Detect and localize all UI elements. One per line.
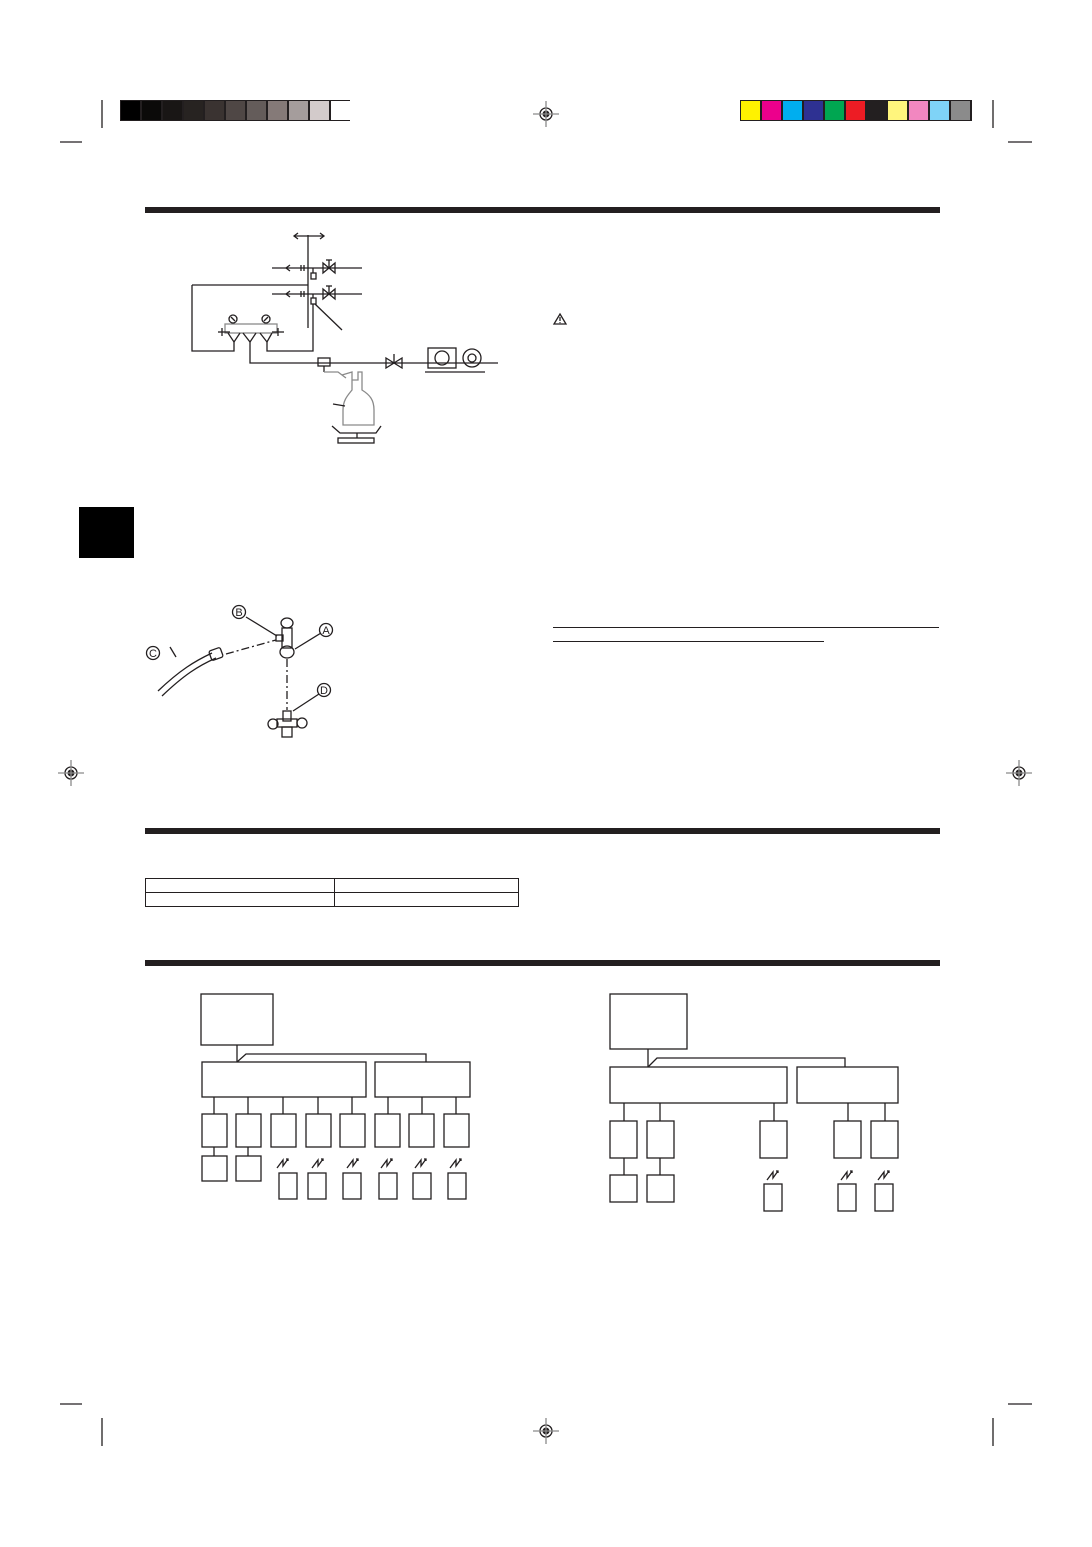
color-swatch <box>268 101 287 120</box>
color-swatch <box>825 101 844 120</box>
table-cell <box>145 892 335 907</box>
system-diagram-left <box>200 993 471 1200</box>
registration-target-icon <box>533 1418 559 1444</box>
label-a: A <box>322 625 330 637</box>
table-cell <box>334 878 519 893</box>
color-swatch <box>205 101 224 120</box>
color-swatch <box>846 101 865 120</box>
color-swatch <box>951 101 970 120</box>
table-row <box>145 892 519 907</box>
color-swatch <box>331 101 350 120</box>
table-cell <box>334 892 519 907</box>
color-swatch <box>121 101 140 120</box>
section-rule-3 <box>145 960 940 966</box>
color-swatch <box>762 101 781 120</box>
color-swatch <box>226 101 245 120</box>
color-swatch <box>310 101 329 120</box>
color-swatch <box>142 101 161 120</box>
color-swatch <box>867 101 886 120</box>
color-swatch <box>184 101 203 120</box>
label-d: D <box>320 685 328 697</box>
registration-target-icon <box>533 101 559 127</box>
color-swatch <box>289 101 308 120</box>
spec-table <box>145 878 519 907</box>
valve-parts-illustration: C B A D <box>145 604 334 738</box>
side-tab <box>79 507 134 558</box>
underline-2 <box>553 641 824 642</box>
registration-target-icon <box>58 760 84 786</box>
color-swatch <box>930 101 949 120</box>
section-rule-1 <box>145 207 940 213</box>
section-rule-2 <box>145 828 940 834</box>
label-c: C <box>149 648 157 660</box>
color-swatch <box>783 101 802 120</box>
warning-triangle-icon <box>552 312 568 325</box>
underline-1 <box>553 627 939 628</box>
table-row <box>145 878 519 893</box>
color-swatch <box>804 101 823 120</box>
color-swatch <box>247 101 266 120</box>
color-swatch <box>741 101 760 120</box>
refrigerant-charging-diagram <box>191 232 498 444</box>
table-cell <box>145 878 335 893</box>
registration-target-icon <box>1006 760 1032 786</box>
label-b: B <box>235 607 242 619</box>
color-swatch <box>909 101 928 120</box>
color-swatch <box>163 101 182 120</box>
color-swatch <box>888 101 907 120</box>
system-diagram-right <box>609 993 899 1212</box>
